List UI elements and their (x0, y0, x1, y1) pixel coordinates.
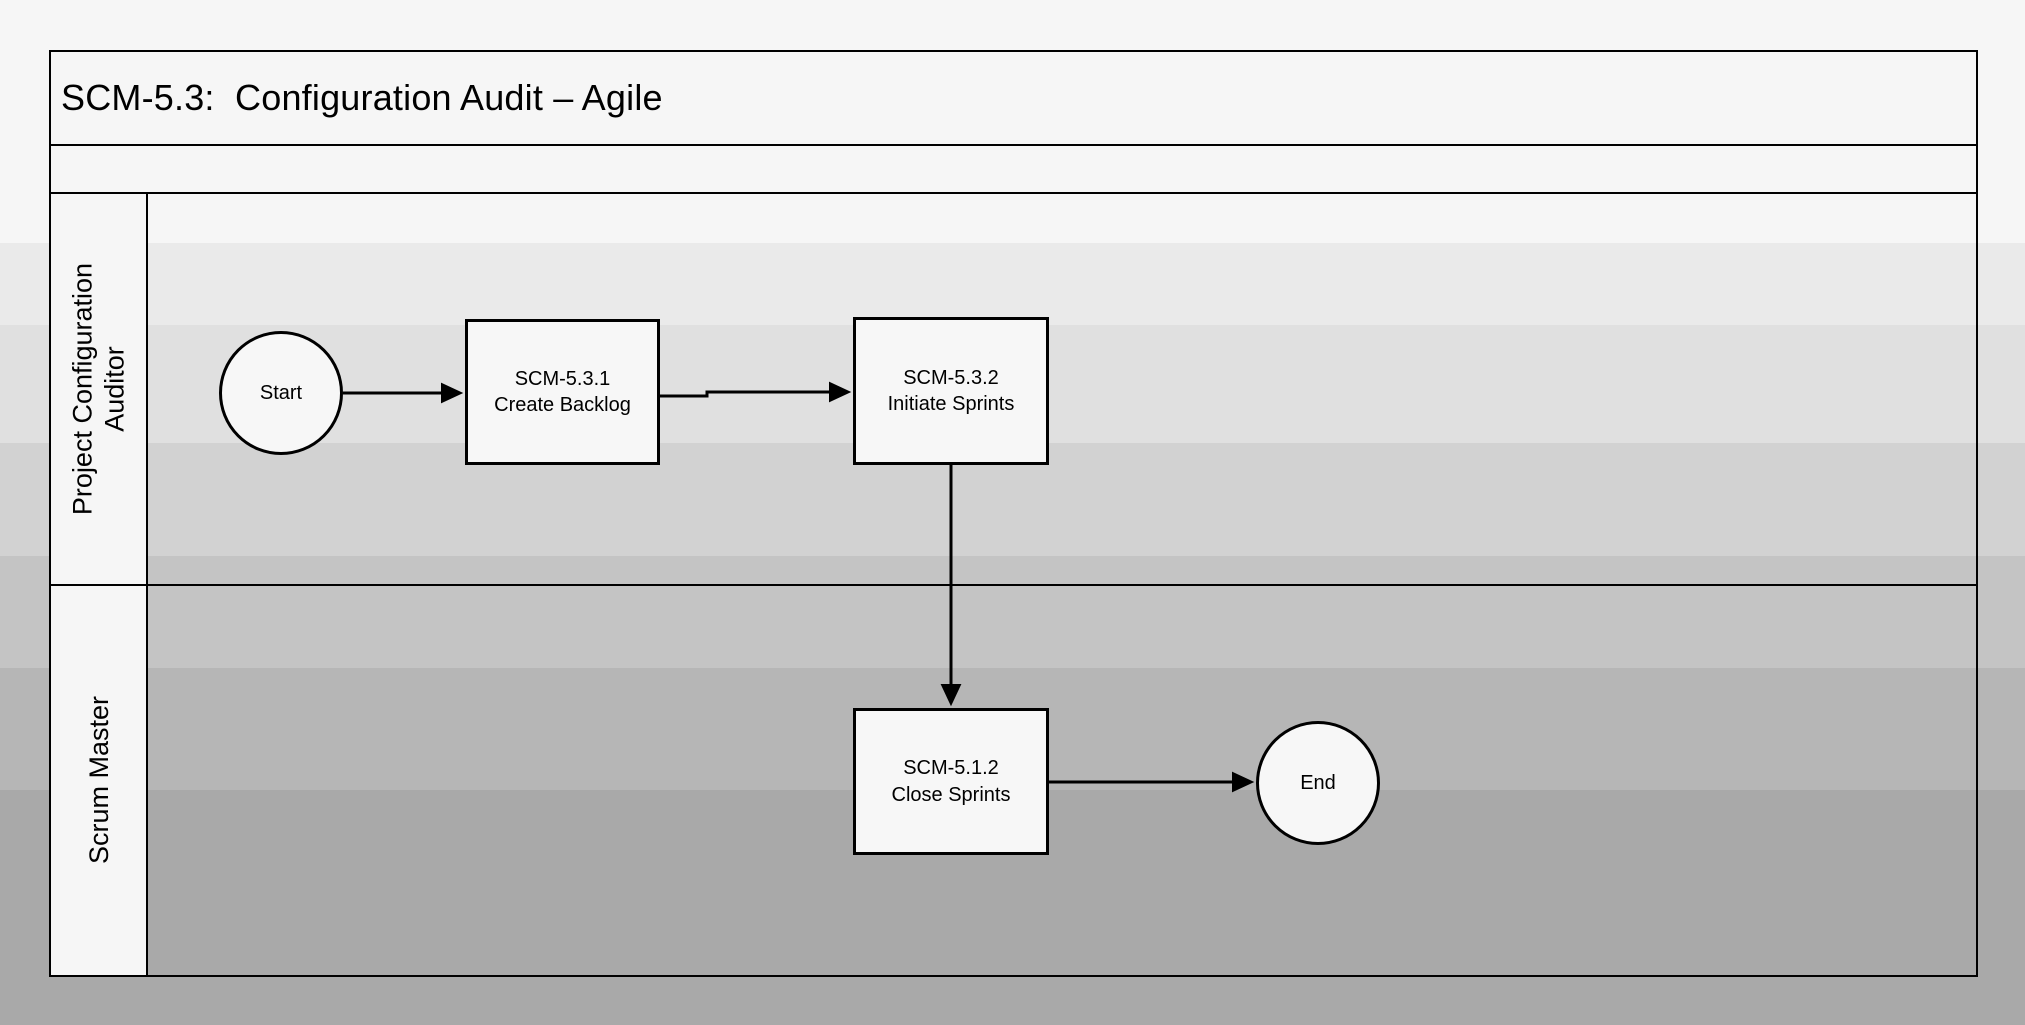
start-event-label: Start (259, 381, 303, 404)
lane-body-project-configuration-auditor (148, 194, 1976, 584)
start-event-node: Start (219, 331, 343, 455)
lane-body-scrum-master (148, 586, 1976, 976)
lanes-container: Project Configuration Auditor Scrum Mast… (51, 194, 1976, 975)
task-label-initiate-sprints: SCM-5.3.2 Initiate Sprints (887, 366, 1015, 415)
lane-scrum-master: Scrum Master (51, 583, 1976, 976)
task-node-close-sprints: SCM-5.1.2 Close Sprints (853, 708, 1049, 855)
process-pool-frame: SCM-5.3: Configuration Audit – Agile Pro… (49, 50, 1978, 977)
lane-project-configuration-auditor: Project Configuration Auditor (51, 194, 1976, 584)
task-node-initiate-sprints: SCM-5.3.2 Initiate Sprints (853, 317, 1049, 465)
end-event-node: End (1256, 721, 1380, 845)
pool-title-row: SCM-5.3: Configuration Audit – Agile (51, 52, 1976, 146)
task-label-create-backlog: SCM-5.3.1 Create Backlog (494, 367, 631, 416)
task-node-create-backlog: SCM-5.3.1 Create Backlog (465, 319, 660, 465)
lane-label-project-configuration-auditor: Project Configuration Auditor (67, 262, 130, 515)
lane-label-scrum-master: Scrum Master (83, 696, 114, 865)
pool-title: SCM-5.3: Configuration Audit – Agile (61, 77, 663, 118)
pool-subheader-band (51, 146, 1976, 194)
task-label-close-sprints: SCM-5.1.2 Close Sprints (891, 757, 1011, 806)
end-event-label: End (1300, 771, 1336, 794)
lane-label-cell-project-configuration-auditor: Project Configuration Auditor (51, 194, 148, 584)
lane-label-cell-scrum-master: Scrum Master (51, 585, 148, 975)
